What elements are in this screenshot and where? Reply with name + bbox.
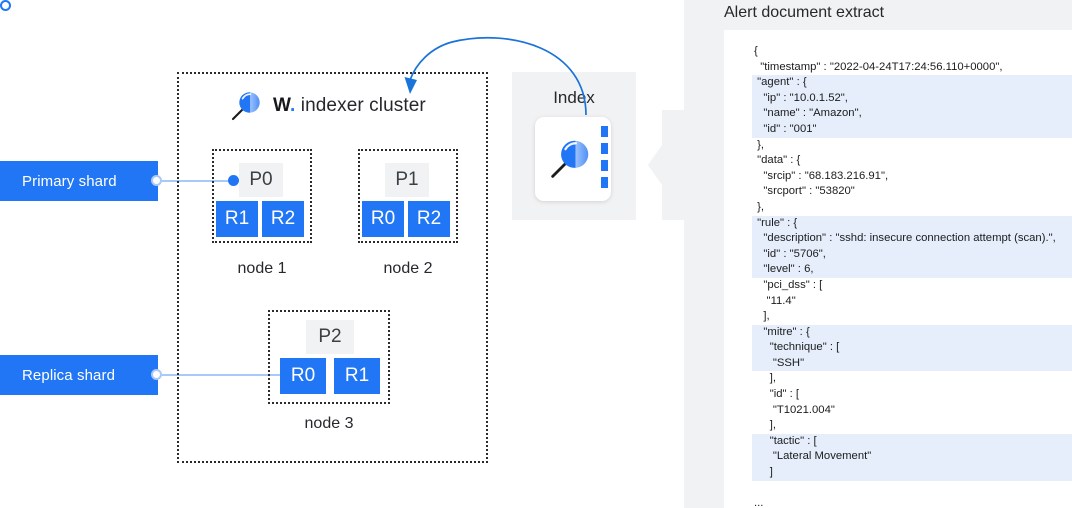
primary-shard-connector-line — [156, 180, 234, 182]
node-3-replica-shard-2: R1 — [334, 358, 380, 394]
json-line: "T1021.004" — [754, 403, 835, 416]
json-line: "mitre" : { — [752, 324, 1072, 341]
node-3-primary-shard: P2 — [306, 320, 354, 354]
index-tab-marker-3 — [601, 160, 608, 171]
json-line: "level" : 6, — [752, 262, 1072, 278]
legend-replica-shard-label: Replica shard — [22, 366, 116, 384]
json-line: ], — [754, 310, 770, 323]
json-line: "technique" : [ — [752, 340, 1072, 356]
node-3-caption: node 3 — [304, 415, 354, 432]
json-line: "data" : { — [754, 154, 801, 167]
alert-document-json: { "timestamp" : "2022-04-24T17:24:56.110… — [752, 44, 1072, 508]
json-line: ] — [752, 465, 1072, 481]
cluster-title: W. indexer cluster — [273, 95, 426, 117]
wazuh-wordmark-dot: . — [290, 95, 296, 116]
indexer-cluster-diagram: Primary shard Replica shard — [0, 0, 636, 463]
cluster-header: W. indexer cluster — [228, 88, 426, 124]
json-line: "id" : "001" — [752, 121, 1072, 138]
json-line — [752, 481, 1072, 497]
index-tab-marker-4 — [601, 177, 608, 188]
json-line: "timestamp" : "2022-04-24T17:24:56.110+0… — [754, 60, 1003, 73]
json-line: { — [754, 45, 758, 57]
node-1-boundary — [212, 149, 312, 243]
primary-connector-end-dot — [228, 175, 239, 186]
json-line: "ip" : "10.0.1.52", — [752, 90, 1072, 107]
json-line: "pci_dss" : [ — [754, 278, 823, 291]
wazuh-wordmark: W — [273, 95, 290, 116]
json-line: "id" : [ — [754, 388, 800, 401]
json-line: "tactic" : [ — [752, 433, 1072, 450]
legend-replica-shard: Replica shard — [0, 355, 158, 395]
json-line: "11.4" — [754, 294, 796, 307]
index-tab-marker-2 — [601, 143, 608, 154]
index-wazuh-magnifier-icon — [546, 135, 594, 183]
json-line: ... — [754, 497, 764, 508]
json-line: }, — [754, 200, 765, 213]
replica-shard-connector-line — [156, 374, 286, 376]
flow-curved-arrow-icon — [390, 20, 600, 120]
alert-document-title: Alert document extract — [724, 4, 885, 21]
json-line: "rule" : { — [752, 215, 1072, 232]
json-line: "srcip" : "68.183.216.91", — [754, 169, 889, 182]
replica-connector-start-dot — [151, 369, 162, 380]
json-line: "id" : "5706", — [752, 246, 1072, 263]
node-2-primary-shard: P1 — [385, 163, 429, 197]
node-2-replica-shard-2: R2 — [408, 201, 450, 237]
json-line: "name" : "Amazon", — [752, 106, 1072, 122]
node-2-replica-shard-1: R0 — [362, 201, 404, 237]
node-1-primary-shard: P0 — [239, 163, 283, 197]
json-line: ], — [754, 419, 776, 432]
replica-connector-end-dot — [0, 0, 11, 11]
json-line: "description" : "sshd: insecure connecti… — [752, 231, 1072, 247]
wazuh-magnifier-icon — [228, 88, 264, 124]
panel-pointer-arrow-icon — [648, 110, 688, 220]
index-tab-marker-1 — [601, 126, 608, 137]
legend-primary-shard-label: Primary shard — [22, 172, 117, 190]
node-1-replica-shard-1: R1 — [216, 201, 258, 237]
node-1-caption: node 1 — [237, 260, 287, 277]
node-2-boundary — [358, 149, 458, 243]
json-line: }, — [754, 138, 765, 151]
indexer-cluster-boundary — [177, 72, 488, 463]
cluster-title-rest: indexer cluster — [295, 95, 426, 116]
json-line: "agent" : { — [752, 75, 1072, 91]
node-1-replica-shard-2: R2 — [262, 201, 304, 237]
node-3-replica-shard-1: R0 — [280, 358, 326, 394]
legend-primary-shard: Primary shard — [0, 161, 158, 201]
node-3-boundary — [268, 310, 390, 404]
index-card — [535, 117, 611, 201]
json-line: "SSH" — [752, 355, 1072, 372]
json-line: ], — [754, 372, 776, 385]
json-line: "Lateral Movement" — [752, 449, 1072, 466]
node-2-caption: node 2 — [383, 260, 433, 277]
json-line: "srcport" : "53820" — [754, 185, 855, 198]
primary-connector-start-dot — [151, 175, 162, 186]
